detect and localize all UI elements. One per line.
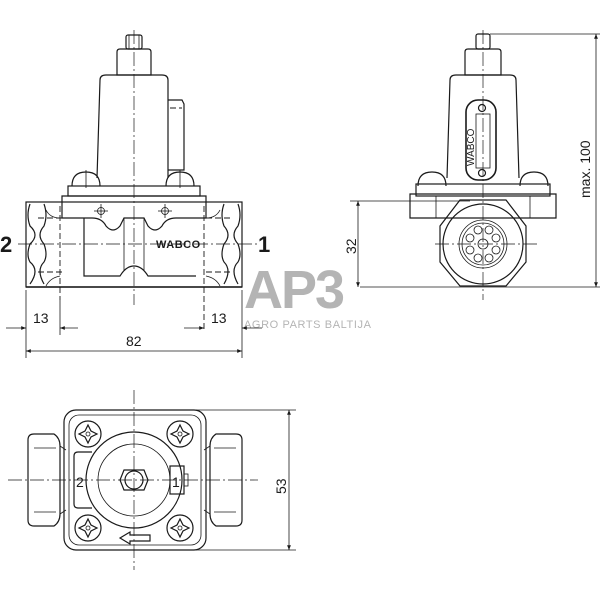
- top-body: [63, 409, 207, 551]
- port-label-2: 2: [0, 232, 12, 257]
- dim-top-width: 53: [273, 478, 289, 494]
- housing: [96, 74, 169, 179]
- watermark: AP3 AGRO PARTS BALTIJA: [244, 260, 372, 331]
- side-view: WABCO 32 max. 100: [343, 30, 600, 300]
- cap: [116, 48, 152, 76]
- dim-length: 82: [126, 333, 142, 349]
- side-brand-label: WABCO: [466, 128, 477, 166]
- dim-left-offset: 13: [33, 310, 49, 326]
- dim-max-height: max. 100: [577, 140, 593, 198]
- top-port-label-1: 1: [172, 474, 180, 490]
- screws: [74, 420, 194, 542]
- watermark-subtitle: AGRO PARTS BALTIJA: [244, 319, 372, 331]
- brand-label: WABCO: [156, 239, 201, 251]
- side-label-plate: [465, 99, 497, 181]
- label-plate: [168, 99, 185, 171]
- top-view: 2 1 53: [8, 390, 296, 570]
- right-nut: [221, 203, 229, 285]
- top-cap-outer: [85, 431, 183, 529]
- left-nut: [27, 203, 36, 285]
- top-port-label-2: 2: [76, 474, 84, 490]
- side-hex-port: [439, 199, 527, 287]
- front-view: WABCO 2 1 13 13 82: [0, 30, 270, 358]
- watermark-logo: AP3: [244, 260, 344, 320]
- port-label-1: 1: [258, 232, 270, 257]
- flow-arrow-icon: [118, 530, 151, 546]
- dim-axis-height: 32: [343, 238, 359, 254]
- dim-right-offset: 13: [211, 310, 227, 326]
